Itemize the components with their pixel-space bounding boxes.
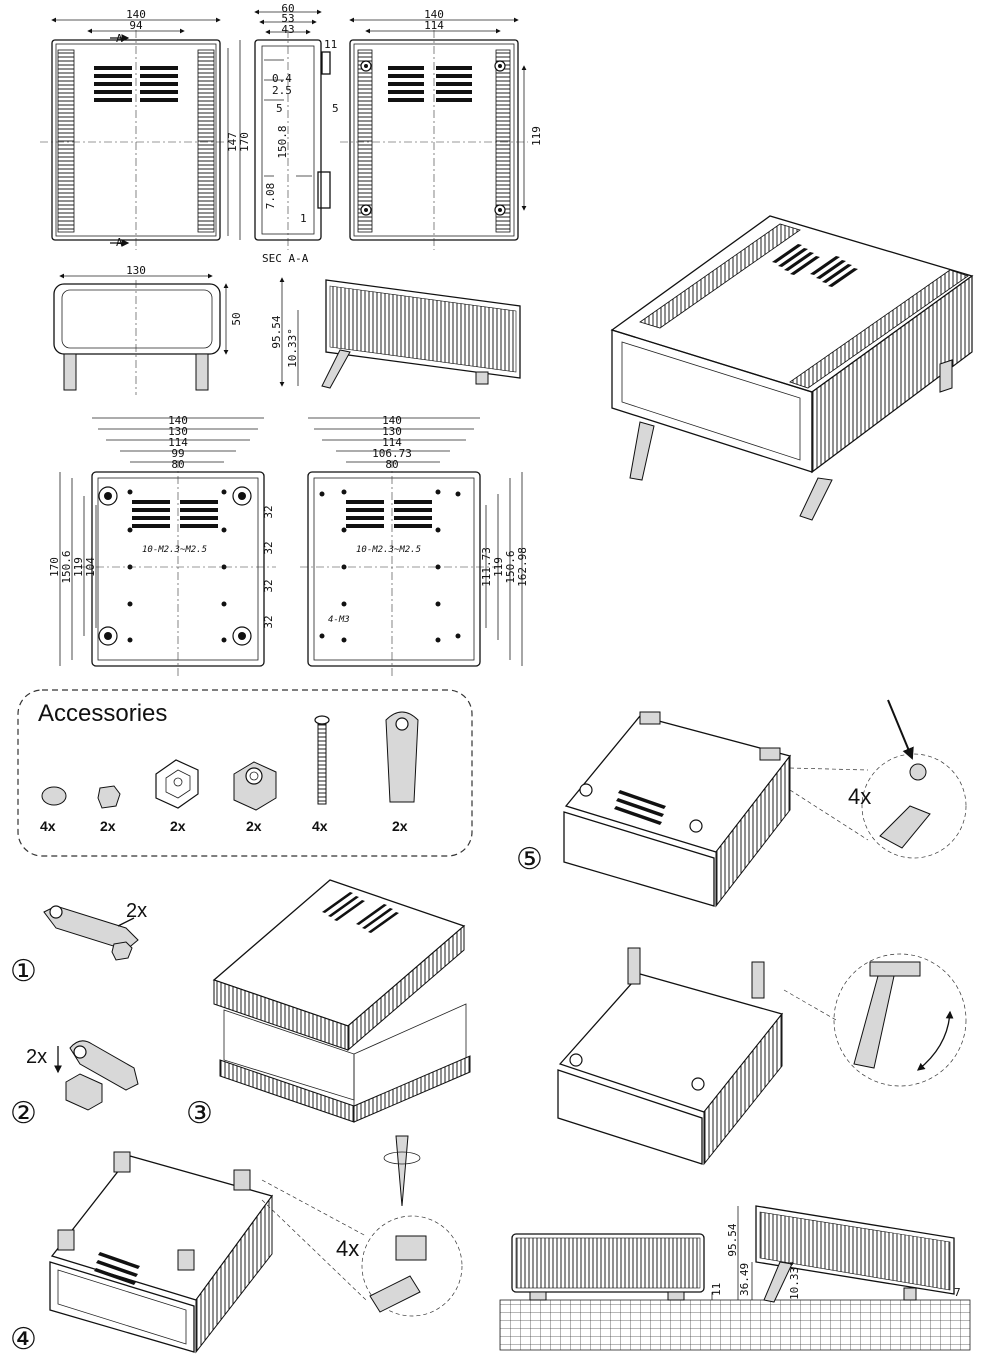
br-dim-80: 80: [385, 458, 398, 471]
back-width-inner: 114: [424, 19, 444, 32]
br-v11173: 111.73: [480, 547, 493, 587]
br-m3-note: 4-M3: [328, 615, 350, 625]
bl-sp4: 32: [262, 615, 275, 628]
step4-drawing: [49, 1135, 463, 1354]
step2-number: ②: [10, 1097, 37, 1130]
foot-bracket-closed-icon: [233, 761, 277, 811]
bl-v119: 119: [72, 557, 85, 577]
step2-drawing: [54, 1040, 139, 1111]
bl-dim-80: 80: [171, 458, 184, 471]
qty-rubber-foot: 4x: [40, 818, 56, 834]
sec-d25: 2.5: [272, 84, 292, 97]
bottom-view-right: 140 130 114 106.73 80 10-M2.3~M2.5 4-M3 …: [300, 414, 529, 676]
step1-number: ①: [10, 955, 37, 988]
bl-v170: 170: [48, 557, 61, 577]
front-height-b: 170: [238, 132, 251, 152]
step3-exploded: [212, 879, 471, 1123]
bl-dim-130: 130: [168, 425, 188, 438]
qty-bracket-open: 2x: [170, 818, 186, 834]
sec-d1: 1: [300, 212, 307, 225]
bl-sp3: 32: [262, 579, 275, 592]
bs-d7: 7: [954, 1286, 961, 1299]
end-height: 50: [230, 312, 243, 325]
tilt-angle: 10.33°: [286, 328, 299, 368]
sec-d5a: 5: [276, 102, 283, 115]
qty-screw: 4x: [312, 818, 328, 834]
br-dim-10673: 106.73: [372, 447, 412, 460]
sec-d5b: 5: [332, 102, 339, 115]
step4-qty: 4x: [336, 1236, 360, 1261]
br-hole-note: 10-M2.3~M2.5: [356, 545, 421, 555]
br-v119: 119: [492, 557, 505, 577]
back-width-outer: 140: [424, 8, 444, 21]
stand-leg-icon: [385, 711, 419, 803]
step1-drawing: [43, 905, 139, 961]
foot-bracket-open-icon: [155, 759, 199, 809]
qty-stand-leg: 2x: [392, 818, 408, 834]
back-height: 119: [530, 126, 543, 146]
step2-qty: 2x: [26, 1046, 48, 1068]
bs-angle: 10.33°: [788, 1260, 801, 1300]
step5-qty: 4x: [848, 784, 872, 809]
front-view: 140 94 A A 147 170: [40, 8, 251, 250]
front-height-a: 147: [226, 132, 239, 152]
bl-sp2: 32: [262, 541, 275, 554]
qty-small-cap: 2x: [100, 818, 116, 834]
step5-number: ⑤: [516, 843, 543, 876]
bl-hole-note: 10-M2.3~M2.5: [142, 545, 207, 555]
rubber-foot-icon: [41, 786, 67, 806]
bl-v104: 104: [84, 557, 97, 577]
br-v1506: 150.6: [504, 550, 517, 583]
front-width-outer: 140: [126, 8, 146, 21]
isometric-enclosure: [610, 215, 974, 521]
section-view: 60 53 43 11 0.4 2.5 5 5 150.8 7.08 1 SEC…: [254, 2, 339, 265]
qty-bracket-closed: 2x: [246, 818, 262, 834]
bl-dim-140: 140: [168, 414, 188, 427]
br-v16298: 162.98: [516, 547, 529, 587]
end-width: 130: [126, 264, 146, 277]
back-view: 140 114 119: [340, 8, 543, 250]
screw-icon: [314, 715, 330, 805]
bottom-side-views: 11 36.49 95.54 10.33° 7: [499, 1205, 971, 1351]
bl-sp1: 32: [262, 505, 275, 518]
bl-dim-114: 114: [168, 436, 188, 449]
step4-number: ④: [10, 1323, 37, 1356]
bs-d3649: 36.49: [738, 1263, 751, 1296]
small-cap-icon: [97, 785, 121, 809]
sec-d1508: 150.8: [276, 125, 289, 158]
bs-d9554: 95.54: [726, 1223, 739, 1256]
accessories-panel: [17, 689, 473, 857]
sec-w3: 43: [281, 23, 294, 36]
sec-w1: 60: [281, 2, 294, 15]
br-dim-114: 114: [382, 436, 402, 449]
sec-caption: SEC A-A: [262, 252, 309, 265]
bl-v1506: 150.6: [60, 550, 73, 583]
end-view: 130 50: [53, 264, 243, 395]
accessories-title: Accessories: [38, 700, 168, 727]
sec-d708: 7.08: [264, 183, 277, 210]
sec-w2: 53: [281, 12, 294, 25]
leg-rotate-drawing: [557, 947, 967, 1166]
step5-drawing: [563, 699, 967, 908]
br-dim-130: 130: [382, 425, 402, 438]
step1-qty: 2x: [126, 900, 148, 922]
step3-number: ③: [186, 1097, 213, 1130]
sec-d04: 0.4: [272, 72, 292, 85]
tilt-height: 95.54: [270, 315, 283, 348]
side-tilt-view: 95.54 10.33°: [270, 277, 521, 389]
sec-d11: 11: [324, 38, 337, 51]
bs-d11: 11: [710, 1283, 723, 1296]
front-width-inner: 94: [129, 19, 143, 32]
br-dim-140: 140: [382, 414, 402, 427]
bl-dim-99: 99: [171, 447, 184, 460]
bottom-view-left: 140 130 114 99 80 32 32 32 32 10-M2.3~M2…: [48, 414, 276, 676]
